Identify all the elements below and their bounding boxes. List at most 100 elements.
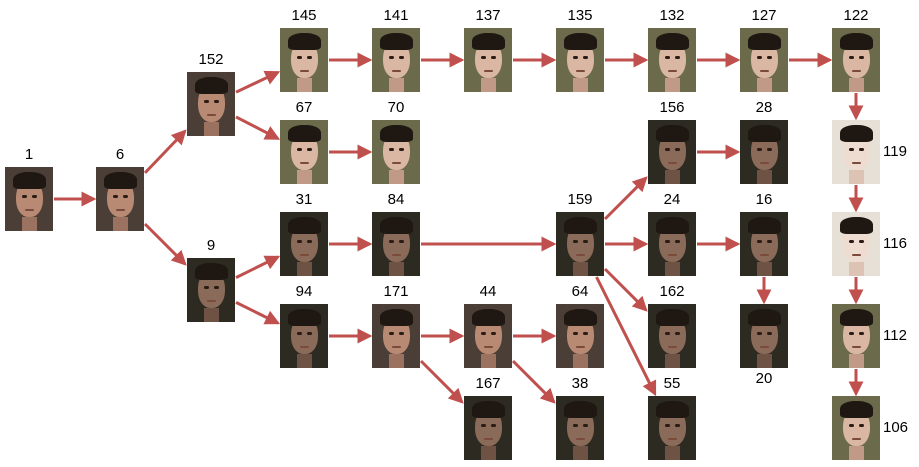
node-135: 135 bbox=[556, 8, 604, 92]
node-label: 24 bbox=[663, 191, 681, 208]
node-label: 6 bbox=[115, 146, 125, 163]
face-thumbnail bbox=[740, 120, 788, 184]
node-67: 67 bbox=[280, 100, 328, 184]
node-label: 167 bbox=[475, 375, 501, 392]
node-132: 132 bbox=[648, 8, 696, 92]
face-thumbnail bbox=[740, 28, 788, 92]
node-64: 64 bbox=[556, 284, 604, 368]
face-thumbnail bbox=[464, 28, 512, 92]
face-thumbnail bbox=[372, 120, 420, 184]
node-70: 70 bbox=[372, 100, 420, 184]
node-156: 156 bbox=[648, 100, 696, 184]
node-label: 70 bbox=[387, 99, 405, 116]
face-thumbnail bbox=[740, 212, 788, 276]
node-159: 159 bbox=[556, 192, 604, 276]
node-label: 152 bbox=[198, 51, 224, 68]
edge-6-to-152 bbox=[143, 129, 187, 174]
edge-44-to-38 bbox=[511, 359, 556, 404]
face-thumbnail bbox=[740, 304, 788, 368]
node-1: 1 bbox=[5, 147, 53, 231]
face-thumbnail bbox=[556, 304, 604, 368]
node-label: 122 bbox=[843, 7, 869, 24]
edge-159-to-156 bbox=[603, 176, 648, 221]
node-31: 31 bbox=[280, 192, 328, 276]
node-label: 159 bbox=[567, 191, 593, 208]
face-thumbnail bbox=[464, 304, 512, 368]
edge-9-to-31 bbox=[235, 255, 281, 279]
face-thumbnail bbox=[556, 28, 604, 92]
node-label: 44 bbox=[479, 283, 497, 300]
node-label: 31 bbox=[295, 191, 313, 208]
node-label: 84 bbox=[387, 191, 405, 208]
node-label: 119 bbox=[883, 143, 907, 160]
face-thumbnail bbox=[832, 212, 880, 276]
node-167: 167 bbox=[464, 376, 512, 460]
node-label: 106 bbox=[883, 419, 909, 436]
node-label: 94 bbox=[295, 283, 313, 300]
node-label: 145 bbox=[291, 7, 317, 24]
face-thumbnail bbox=[280, 28, 328, 92]
node-9: 9 bbox=[187, 238, 235, 322]
face-thumbnail bbox=[187, 258, 235, 322]
node-label: 67 bbox=[295, 99, 313, 116]
face-thumbnail bbox=[280, 212, 328, 276]
face-thumbnail bbox=[832, 120, 880, 184]
node-label: 64 bbox=[571, 283, 589, 300]
face-thumbnail bbox=[372, 304, 420, 368]
node-152: 152 bbox=[187, 52, 235, 136]
face-thumbnail bbox=[648, 120, 696, 184]
face-thumbnail bbox=[187, 72, 235, 136]
node-94: 94 bbox=[280, 284, 328, 368]
edge-152-to-145 bbox=[235, 70, 281, 94]
node-84: 84 bbox=[372, 192, 420, 276]
node-38: 38 bbox=[556, 376, 604, 460]
face-thumbnail bbox=[648, 28, 696, 92]
face-thumbnail bbox=[280, 304, 328, 368]
edge-9-to-94 bbox=[235, 301, 281, 325]
node-label: 38 bbox=[571, 375, 589, 392]
face-thumbnail bbox=[556, 396, 604, 460]
node-label: 135 bbox=[567, 7, 593, 24]
face-thumbnail bbox=[648, 212, 696, 276]
node-44: 44 bbox=[464, 284, 512, 368]
node-label: 127 bbox=[751, 7, 777, 24]
node-116: 116 bbox=[832, 212, 907, 276]
node-171: 171 bbox=[372, 284, 420, 368]
face-thumbnail bbox=[832, 304, 880, 368]
face-thumbnail bbox=[648, 396, 696, 460]
node-127: 127 bbox=[740, 8, 788, 92]
face-thumbnail bbox=[648, 304, 696, 368]
edge-159-to-162 bbox=[603, 267, 648, 312]
node-20: 20 bbox=[740, 304, 788, 387]
node-119: 119 bbox=[832, 120, 907, 184]
node-label: 162 bbox=[659, 283, 685, 300]
face-thumbnail bbox=[96, 167, 144, 231]
face-thumbnail bbox=[5, 167, 53, 231]
node-label: 55 bbox=[663, 375, 681, 392]
node-106: 106 bbox=[832, 396, 908, 460]
node-145: 145 bbox=[280, 8, 328, 92]
node-141: 141 bbox=[372, 8, 420, 92]
edge-159-to-55 bbox=[595, 276, 657, 397]
node-label: 156 bbox=[659, 99, 685, 116]
node-label: 28 bbox=[755, 99, 773, 116]
node-label: 132 bbox=[659, 7, 685, 24]
face-thumbnail bbox=[464, 396, 512, 460]
face-thumbnail bbox=[372, 212, 420, 276]
node-label: 1 bbox=[24, 146, 34, 163]
node-16: 16 bbox=[740, 192, 788, 276]
node-label: 171 bbox=[383, 283, 409, 300]
node-label: 9 bbox=[206, 237, 216, 254]
face-thumbnail bbox=[832, 28, 880, 92]
node-label: 137 bbox=[475, 7, 501, 24]
edge-6-to-9 bbox=[143, 222, 187, 266]
node-label: 112 bbox=[883, 327, 907, 344]
node-label: 116 bbox=[883, 235, 907, 252]
face-thumbnail bbox=[832, 396, 880, 460]
node-label: 141 bbox=[383, 7, 409, 24]
node-122: 122 bbox=[832, 8, 880, 92]
node-28: 28 bbox=[740, 100, 788, 184]
node-137: 137 bbox=[464, 8, 512, 92]
node-6: 6 bbox=[96, 147, 144, 231]
